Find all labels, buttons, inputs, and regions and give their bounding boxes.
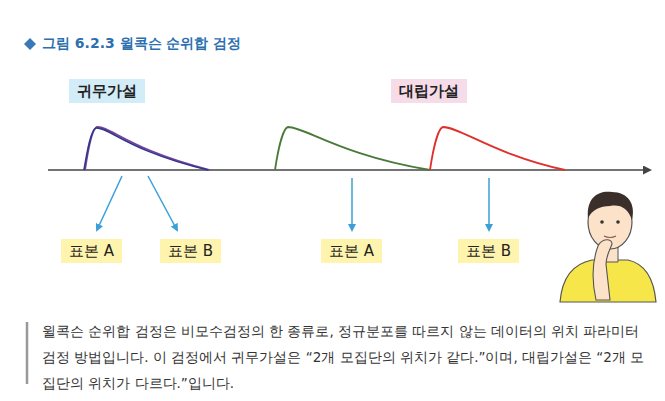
leader-arrow bbox=[488, 178, 490, 230]
node-text: 표본 A bbox=[69, 242, 114, 260]
node-text: 대립가설 bbox=[399, 82, 459, 100]
leader-arrow bbox=[148, 176, 177, 230]
title-bullet bbox=[24, 38, 36, 50]
caption-bar bbox=[26, 322, 29, 384]
person-illustration bbox=[560, 192, 656, 302]
figure-caption: 윌콕슨 순위합 검정은 비모수검정의 한 종류로, 정규분포를 따르지 않는 데… bbox=[42, 318, 647, 396]
alt-curve-a bbox=[275, 127, 430, 170]
node-text: 표본 B bbox=[168, 242, 213, 260]
node-text: 귀무가설 bbox=[77, 82, 137, 100]
sample-box: 표본 B bbox=[160, 239, 221, 263]
null-curve bbox=[85, 127, 210, 170]
alt-hypothesis-label: 대립가설 bbox=[391, 79, 467, 103]
alt-curve-b bbox=[430, 127, 565, 170]
sample-box: 표본 A bbox=[321, 239, 382, 263]
null-hypothesis-label: 귀무가설 bbox=[69, 79, 145, 103]
figure-title: 그림 6.2.3 윌콕슨 순위합 검정 bbox=[42, 35, 241, 53]
leader-arrow bbox=[97, 176, 122, 230]
node-text: 표본 A bbox=[329, 242, 374, 260]
sample-box: 표본 B bbox=[458, 239, 519, 263]
null-curve bbox=[84, 128, 208, 170]
sample-box: 표본 A bbox=[61, 239, 122, 263]
leader-arrow bbox=[351, 178, 353, 230]
node-text: 표본 B bbox=[466, 242, 511, 260]
